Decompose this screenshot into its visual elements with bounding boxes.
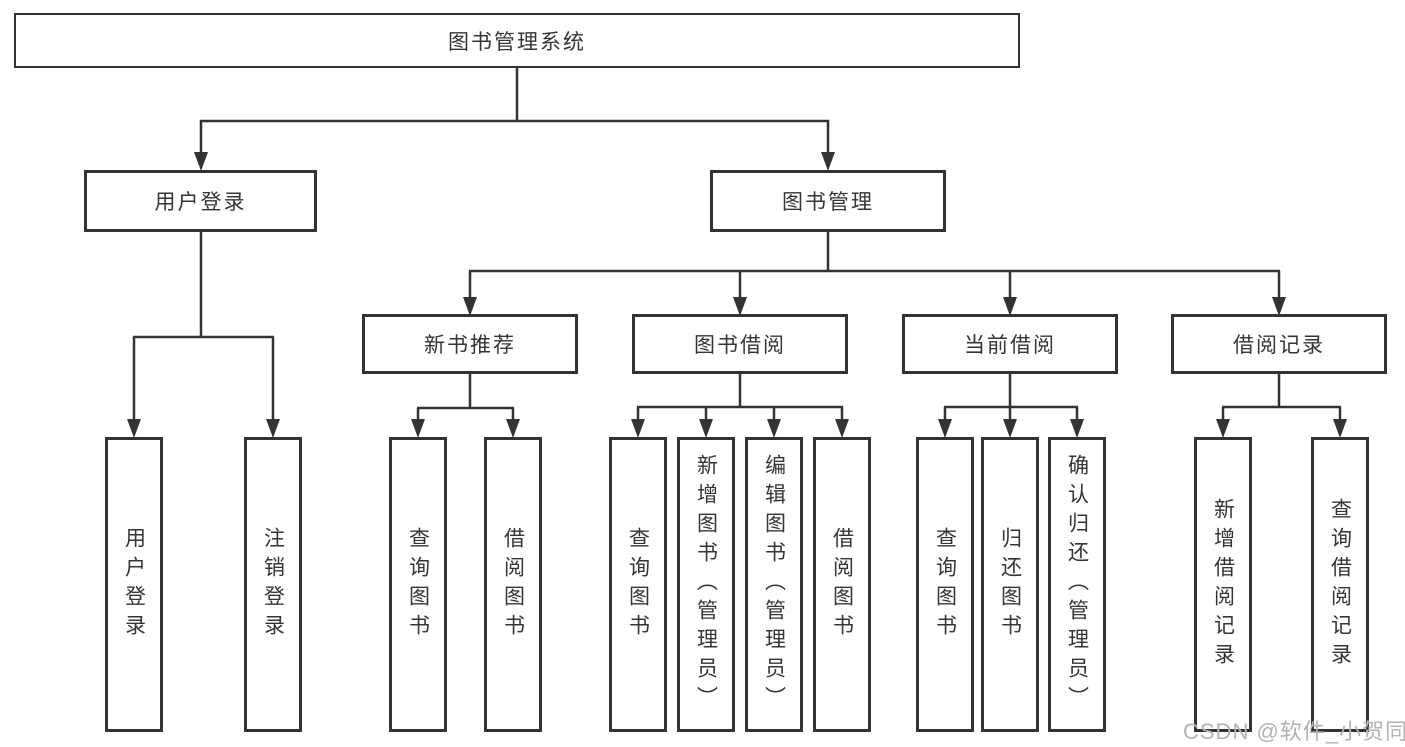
connector-path — [132, 68, 1342, 421]
arrowhead-icon — [1003, 419, 1017, 438]
node-book-management-label: 图书管理 — [782, 191, 874, 214]
leaf-query-books-1-label: 查询图书 — [406, 526, 430, 643]
arrowhead-icon — [1070, 419, 1084, 438]
node-borrow-records-label: 借阅记录 — [1233, 334, 1325, 357]
node-book-borrow: 图书借阅 — [632, 314, 848, 374]
node-borrow-records: 借阅记录 — [1171, 314, 1387, 374]
arrowhead-icon — [631, 419, 645, 438]
leaf-query-books-2-label: 查询图书 — [626, 526, 650, 643]
arrowhead-icon — [1003, 297, 1017, 316]
leaf-borrow-books-2: 借阅图书 — [813, 437, 871, 732]
arrowhead-icon — [835, 419, 849, 438]
arrowhead-icon — [411, 419, 425, 438]
leaf-query-books-1: 查询图书 — [389, 437, 447, 732]
leaf-add-borrow-record: 新增借阅记录 — [1194, 437, 1252, 732]
node-new-book-recommend: 新书推荐 — [362, 314, 578, 374]
leaf-confirm-return-admin: 确认归还（管理员） — [1048, 437, 1106, 732]
leaf-edit-book-admin-label: 编辑图书（管理员） — [762, 454, 786, 715]
node-root-label: 图书管理系统 — [448, 30, 586, 54]
leaf-add-book-admin-label: 新增图书（管理员） — [694, 454, 718, 715]
leaf-add-book-admin: 新增图书（管理员） — [677, 437, 735, 732]
arrowhead-icon — [699, 419, 713, 438]
leaf-borrow-books-2-label: 借阅图书 — [830, 526, 854, 643]
arrowhead-icon — [767, 419, 781, 438]
arrowhead-icon — [1272, 297, 1286, 316]
leaf-query-borrow-record-label: 查询借阅记录 — [1328, 497, 1352, 672]
arrowhead-icon — [938, 419, 952, 438]
leaf-add-borrow-record-label: 新增借阅记录 — [1211, 497, 1235, 672]
leaf-borrow-books-1-label: 借阅图书 — [501, 526, 525, 643]
leaf-query-books-3-label: 查询图书 — [933, 526, 957, 643]
node-root: 图书管理系统 — [14, 13, 1020, 68]
node-book-management: 图书管理 — [710, 170, 946, 232]
leaf-logout: 注销登录 — [244, 437, 302, 732]
node-current-borrow: 当前借阅 — [902, 314, 1118, 374]
node-current-borrow-label: 当前借阅 — [964, 334, 1056, 357]
csdn-watermark: CSDN @软件_小贺同学 — [1183, 719, 1405, 744]
arrowhead-icon — [1333, 419, 1347, 438]
arrowhead-icon — [266, 419, 280, 438]
leaf-query-books-3: 查询图书 — [916, 437, 974, 732]
arrowhead-icon — [1216, 419, 1230, 438]
leaf-query-books-2: 查询图书 — [609, 437, 667, 732]
leaf-logout-label: 注销登录 — [261, 526, 285, 643]
node-book-borrow-label: 图书借阅 — [694, 334, 786, 357]
leaf-borrow-books-1: 借阅图书 — [484, 437, 542, 732]
leaf-return-book: 归还图书 — [981, 437, 1039, 732]
arrowhead-icon — [194, 152, 208, 171]
arrowhead-icon — [463, 297, 477, 316]
leaf-user-login: 用户登录 — [105, 437, 163, 732]
arrowhead-icon — [733, 297, 747, 316]
node-user-login: 用户登录 — [84, 170, 317, 232]
node-new-book-recommend-label: 新书推荐 — [424, 334, 516, 357]
arrowhead-icon — [821, 152, 835, 171]
arrowhead-icon — [127, 419, 141, 438]
node-user-login-label: 用户登录 — [154, 191, 247, 214]
arrowheads — [127, 152, 1347, 438]
leaf-confirm-return-admin-label: 确认归还（管理员） — [1065, 454, 1089, 715]
leaf-user-login-label: 用户登录 — [122, 526, 146, 643]
leaf-edit-book-admin: 编辑图书（管理员） — [745, 437, 803, 732]
arrowhead-icon — [506, 419, 520, 438]
leaf-query-borrow-record: 查询借阅记录 — [1311, 437, 1369, 732]
leaf-return-book-label: 归还图书 — [998, 526, 1022, 643]
